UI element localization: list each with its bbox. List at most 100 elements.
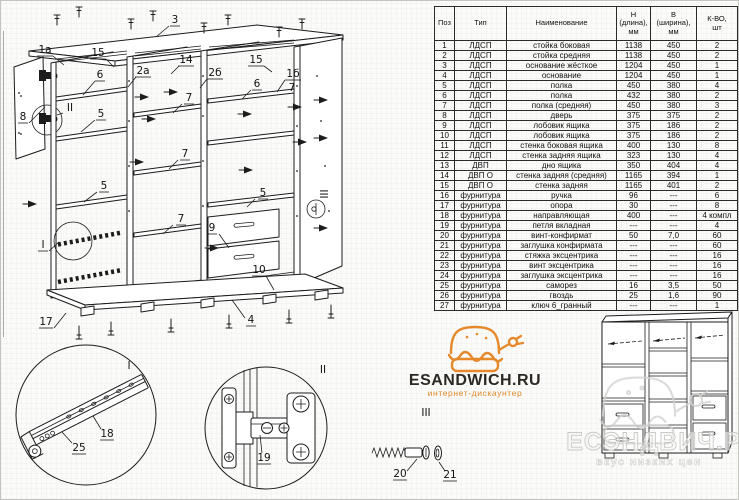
drawing-callout: 15: [249, 54, 262, 66]
table-cell: 15: [434, 180, 455, 191]
table-cell: фурнитура: [454, 240, 507, 251]
table-cell: 1: [696, 170, 738, 181]
callout-leader: [438, 461, 446, 472]
foot: [262, 293, 277, 305]
table-cell: 16: [696, 260, 738, 271]
slide-wheel: [28, 444, 42, 458]
panel-hole-dot: [128, 210, 130, 212]
section-iii-marker: [306, 199, 326, 219]
panel-hole-dot: [328, 210, 330, 212]
exploded-cabinet-drawing: [13, 6, 344, 340]
table-cell: 1138: [616, 40, 651, 51]
table-cell: заглушка эксцентрика: [506, 270, 617, 281]
watermark-title: ЕСЭНДВИЧ.РУ: [566, 428, 739, 456]
panel-hole-dot: [296, 215, 298, 217]
screw-icon: [149, 10, 157, 22]
drawer-slide-rail: [57, 267, 123, 285]
screw-icon: [127, 18, 135, 30]
callout-leader: [127, 76, 137, 88]
drawing-callout: 6: [97, 69, 104, 81]
table-cell: 404: [650, 160, 697, 171]
table-cell: фурнитура: [454, 270, 507, 281]
drawing-callout: 5: [260, 187, 267, 199]
table-cell: лобовик ящика: [506, 120, 617, 131]
drawing-callout: 1a: [38, 44, 51, 56]
table-cell: фурнитура: [454, 250, 507, 261]
table-cell: 375: [616, 120, 651, 131]
table-cell: 22: [434, 250, 455, 261]
table-cell: 60: [696, 230, 738, 241]
callout-leader: [259, 434, 263, 454]
table-cell: 2: [696, 120, 738, 131]
screw-cap: [434, 445, 442, 461]
col-header-pos: Поз: [434, 6, 455, 41]
callout-leader: [231, 299, 246, 319]
table-cell: ЛДСП: [454, 110, 507, 121]
panel-hole-dot: [202, 75, 204, 77]
col-header-h: Н(длина),мм: [616, 6, 651, 41]
table-cell: ---: [650, 270, 697, 281]
table-cell: 9: [434, 120, 455, 131]
panel-hole-dot: [316, 75, 318, 77]
confirmat-screw-drawing: [371, 445, 442, 461]
table-cell: ---: [616, 220, 651, 231]
table-cell: 350: [616, 160, 651, 171]
callout-leader: [172, 103, 183, 114]
table-cell: 17: [434, 200, 455, 211]
table-cell: 450: [650, 60, 697, 71]
drawer-front-9: [207, 208, 280, 247]
table-cell: полка: [506, 80, 617, 91]
drawing-callout: 14: [179, 54, 193, 66]
callout-leader: [406, 458, 418, 472]
drawing-callout: 19: [257, 452, 270, 464]
table-cell: 27: [434, 300, 455, 311]
table-cell: 1165: [616, 170, 651, 181]
callout-leader: [52, 55, 65, 66]
table-cell: ---: [650, 250, 697, 261]
top-panel: [28, 24, 344, 67]
table-cell: 25: [616, 290, 651, 301]
table-cell: 450: [650, 50, 697, 61]
table-cell: 186: [650, 130, 697, 141]
table-cell: ЛДСП: [454, 40, 507, 51]
callout-leader: [28, 106, 46, 124]
table-cell: 3,5: [650, 280, 697, 291]
table-cell: ЛДСП: [454, 140, 507, 151]
callout-leader: [199, 78, 208, 89]
table-cell: 130: [650, 140, 697, 151]
table-cell: 1: [434, 40, 455, 51]
foot: [80, 305, 95, 317]
drawing-callout: 5: [101, 180, 108, 192]
drawing-callout: 2б: [208, 67, 221, 79]
table-cell: 1138: [616, 50, 651, 61]
table-cell: 7,0: [650, 230, 697, 241]
table-cell: ---: [616, 300, 651, 311]
callout-leader: [92, 415, 102, 430]
watermark: ЕСЭНДВИЧ.РУ вкус низких цен: [566, 376, 739, 468]
panel-hole-dot: [18, 92, 20, 94]
drawing-callout: II: [67, 102, 73, 114]
table-cell: 16: [696, 250, 738, 261]
screw-icon: [75, 325, 83, 340]
table-cell: ---: [650, 190, 697, 201]
drawing-callout: 3: [172, 14, 179, 26]
table-cell: ДВП: [454, 160, 507, 171]
table-cell: направляющая: [506, 210, 617, 221]
table-cell: 432: [616, 90, 651, 101]
table-cell: 450: [650, 40, 697, 51]
table-cell: основание жёсткое: [506, 60, 617, 71]
table-cell: 8: [696, 200, 738, 211]
table-cell: 2: [696, 110, 738, 121]
table-cell: 90: [696, 290, 738, 301]
table-cell: 12: [434, 150, 455, 161]
drawer-front-10: [207, 240, 280, 279]
drawing-callout: 6: [254, 78, 261, 90]
